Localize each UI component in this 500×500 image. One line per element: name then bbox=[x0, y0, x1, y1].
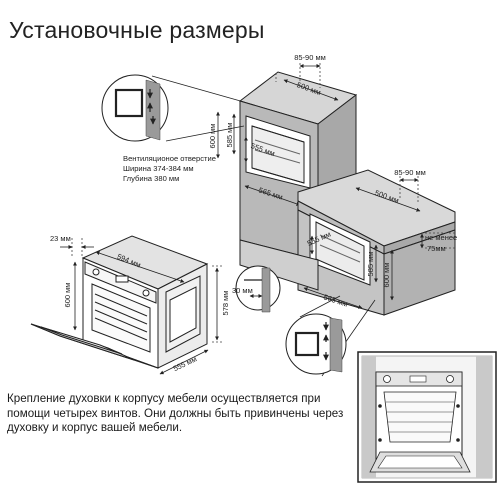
vent-detail-callout bbox=[101, 74, 245, 142]
dim-585-left: 585 мм bbox=[225, 123, 234, 148]
oven-dim-23: 23 мм bbox=[50, 234, 71, 243]
installation-note: Крепление духовки к корпусу мебели осуще… bbox=[7, 392, 344, 434]
dim-600-bottom: 600 мм bbox=[382, 263, 391, 288]
oven-dim-600: 600 мм bbox=[63, 283, 72, 308]
not-less-line2: 75мм bbox=[427, 244, 446, 253]
gap-detail-callout bbox=[235, 265, 281, 313]
oven-dim-578: 578 мм bbox=[221, 291, 230, 316]
dim-85-90-top: 85-90 мм bbox=[294, 53, 326, 62]
dim-600-left: 600 мм bbox=[208, 124, 217, 149]
page-title: Установочные размеры bbox=[9, 17, 265, 43]
built-in-oven-illustration bbox=[357, 351, 497, 483]
vent-text-3: Глубина 380 мм bbox=[123, 174, 179, 183]
lower-vent-callout bbox=[285, 295, 376, 377]
vent-text-2: Ширина 374-384 мм bbox=[123, 164, 194, 173]
dim-85-90-bottom: 85-90 мм bbox=[394, 168, 426, 177]
upper-cabinet bbox=[238, 71, 358, 261]
dim-30: 30 мм bbox=[232, 286, 253, 295]
vent-text-1: Вентиляционое отверстие bbox=[123, 154, 216, 163]
dim-585-bottom: 585 мм bbox=[366, 252, 375, 277]
not-less-line1: не менее bbox=[425, 233, 457, 242]
